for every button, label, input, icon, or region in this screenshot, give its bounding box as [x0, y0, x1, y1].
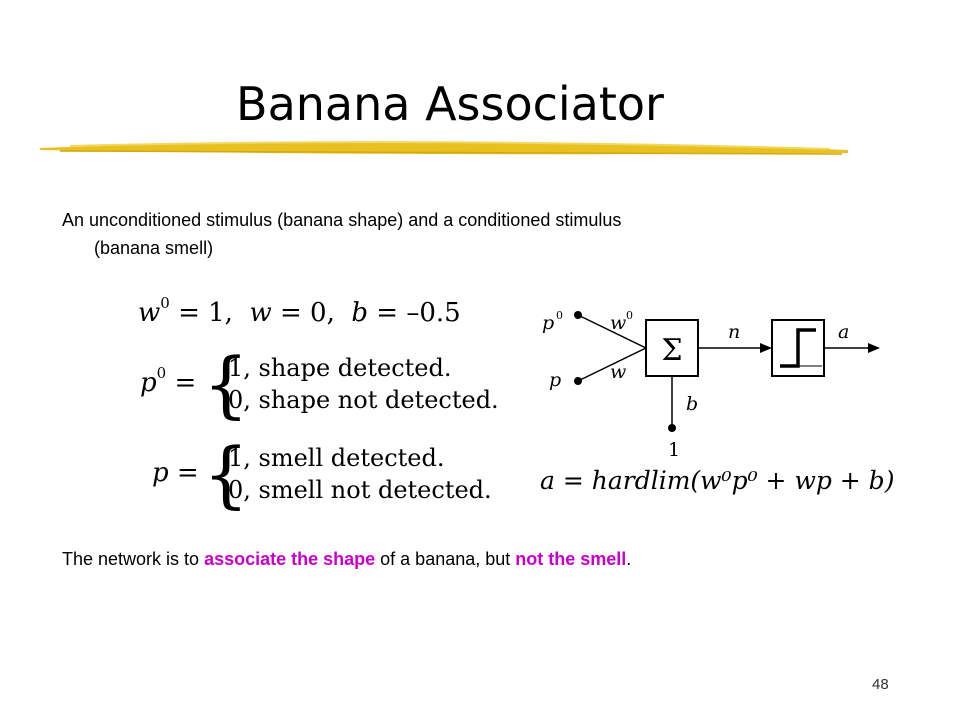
- output-equation: a = hardlim(w⁰p⁰ + wp + b): [540, 466, 895, 495]
- conclusion-text: The network is to associate the shape of…: [62, 545, 922, 573]
- label-p: p: [549, 369, 561, 391]
- highlight-associate-shape: associate the shape: [204, 549, 376, 569]
- intro-line-1: An unconditioned stimulus (banana shape)…: [62, 210, 622, 230]
- conclusion-after: .: [626, 549, 632, 569]
- p-symbol: p: [152, 458, 169, 488]
- w-symbol: w: [249, 298, 272, 328]
- w-value: = 0,: [271, 298, 352, 328]
- intro-line-2: (banana smell): [94, 238, 214, 258]
- sigma-symbol: Σ: [661, 333, 682, 368]
- input-line-p: [577, 347, 647, 382]
- weights-equation: w0 = 1, w = 0, b = –0.5: [138, 296, 461, 329]
- label-b: b: [686, 393, 698, 415]
- summation-box: [645, 319, 699, 377]
- p0-symbol: p: [140, 368, 157, 398]
- p0-brace: {: [203, 342, 249, 426]
- label-n: n: [728, 321, 740, 343]
- label-bias-input: 1: [668, 439, 680, 461]
- p0-lhs: p0 =: [140, 366, 197, 399]
- label-w0: w: [610, 312, 626, 334]
- p-cases: 1, smell detected. 0, smell not detected…: [228, 442, 492, 506]
- b-value: = –0.5: [368, 298, 461, 328]
- intro-text: An unconditioned stimulus (banana shape)…: [62, 206, 842, 262]
- w0-symbol: w: [138, 298, 161, 328]
- p-case-1: 1, smell detected.: [228, 444, 445, 472]
- p0-case-2: 0, shape not detected.: [228, 386, 499, 414]
- p0-equals: =: [166, 368, 197, 398]
- p0-superscript: 0: [156, 364, 167, 382]
- label-p0-sup: 0: [556, 309, 563, 322]
- w0-value: = 1,: [169, 298, 250, 328]
- b-symbol: b: [351, 298, 369, 328]
- net-arrowhead: [760, 343, 772, 353]
- p0-cases: 1, shape detected. 0, shape not detected…: [228, 352, 499, 416]
- label-w: w: [610, 361, 626, 383]
- highlight-not-smell: not the smell: [515, 549, 627, 569]
- p0-case-1: 1, shape detected.: [228, 354, 452, 382]
- bias-node: [668, 424, 676, 432]
- input-node-p: [574, 377, 582, 385]
- output-arrowhead: [868, 343, 880, 353]
- w0-superscript: 0: [160, 294, 170, 312]
- label-a: a: [838, 321, 849, 343]
- input-line-p0: [577, 314, 647, 349]
- slide-title: Banana Associator: [236, 77, 664, 131]
- label-w0-sup: 0: [626, 309, 633, 322]
- input-node-p0: [574, 311, 582, 319]
- p-brace: {: [203, 432, 249, 516]
- conclusion-middle: of a banana, but: [375, 549, 516, 569]
- p-case-2: 0, smell not detected.: [228, 476, 492, 504]
- page-number: 48: [872, 676, 889, 693]
- label-p0: p: [542, 312, 554, 334]
- conclusion-before: The network is to: [62, 549, 205, 569]
- p-equals: =: [168, 458, 199, 488]
- p-lhs: p =: [152, 458, 199, 488]
